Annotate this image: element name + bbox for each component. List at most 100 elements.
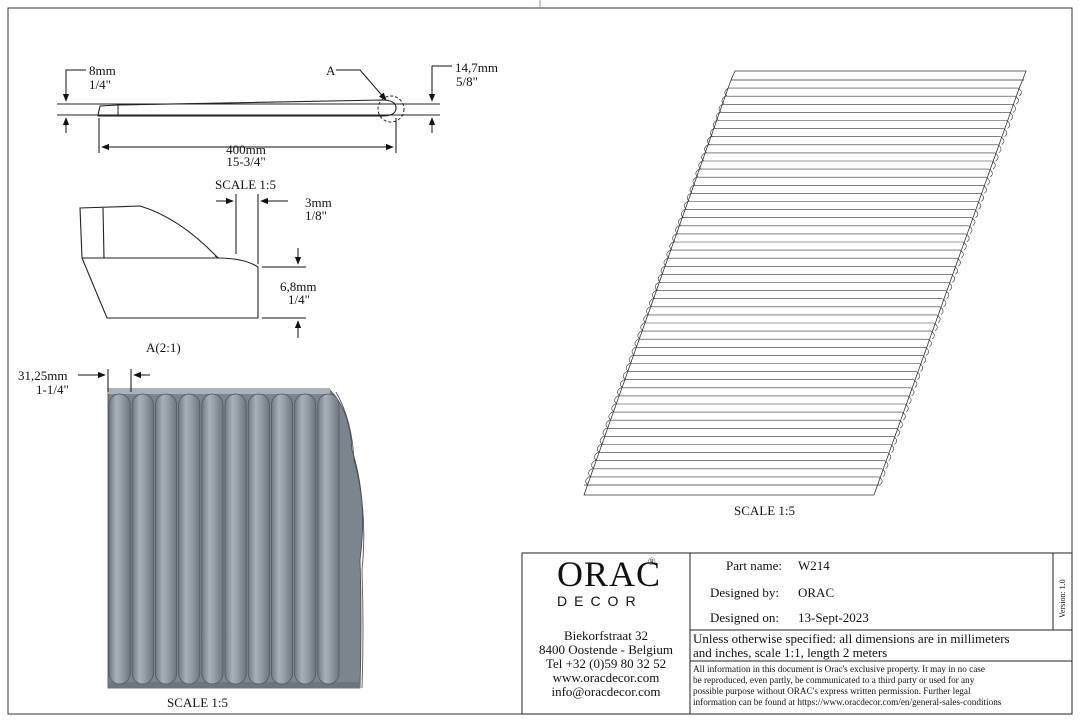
iso-strip-end bbox=[919, 363, 924, 372]
iso-view-scale: SCALE 1:5 bbox=[734, 503, 796, 518]
iso-strip-end bbox=[614, 395, 619, 405]
iso-strip-end bbox=[715, 112, 720, 121]
flute bbox=[178, 393, 201, 685]
detail-caption: A(2:1) bbox=[146, 340, 181, 355]
width-in: 15-3/4" bbox=[226, 154, 266, 169]
iso-strip-end bbox=[954, 266, 958, 275]
iso-strip-end bbox=[965, 233, 970, 243]
iso-strip-end bbox=[678, 217, 682, 226]
break-line bbox=[335, 391, 365, 689]
iso-strip-end bbox=[617, 387, 621, 397]
iso-strip-end bbox=[620, 379, 624, 388]
iso-strip-end bbox=[974, 209, 979, 218]
iso-strip-end bbox=[602, 428, 607, 437]
designed-on-value: 13-Sept-2023 bbox=[798, 610, 869, 625]
iso-strip-end bbox=[681, 209, 685, 218]
iso-strip-end bbox=[596, 444, 601, 453]
flute bbox=[224, 393, 247, 685]
iso-strip-end bbox=[724, 87, 729, 97]
iso-strip-end bbox=[1003, 128, 1008, 137]
top-view-scale: SCALE 1:5 bbox=[215, 177, 277, 192]
iso-strip-end bbox=[1015, 95, 1019, 105]
height-right-mm: 14,7mm bbox=[455, 60, 498, 75]
decor-logo-subtitle: DECOR bbox=[557, 593, 643, 609]
iso-strip-end bbox=[605, 419, 610, 429]
pitch-dim-in: 1-1/4" bbox=[36, 382, 69, 397]
iso-strip-end bbox=[878, 476, 883, 486]
iso-strip-end bbox=[637, 330, 642, 340]
part-name-value: W214 bbox=[798, 558, 830, 573]
iso-strip-end bbox=[896, 428, 900, 437]
tip-dim-mm: 3mm bbox=[305, 195, 332, 210]
iso-strip-end bbox=[643, 314, 648, 324]
detail-marker-label: A bbox=[326, 63, 336, 78]
iso-strip-end bbox=[910, 387, 915, 397]
iso-strip-end bbox=[913, 379, 918, 388]
height-left-in: 1/4" bbox=[89, 77, 111, 92]
iso-strip-end bbox=[628, 355, 633, 364]
address-city: 8400 Oostende - Belgium bbox=[539, 642, 673, 657]
iso-strip-end bbox=[712, 120, 717, 129]
iso-strip-end bbox=[631, 347, 636, 356]
iso-strip-end bbox=[599, 436, 604, 445]
legal-line-4: information can be found at https://www.… bbox=[693, 697, 1002, 707]
iso-strip-end bbox=[710, 128, 714, 137]
iso-strip-end bbox=[623, 371, 627, 380]
iso-strip-end bbox=[657, 274, 662, 283]
width-mm: 400mm bbox=[226, 142, 266, 157]
registered-mark: ® bbox=[648, 557, 656, 568]
iso-outline bbox=[583, 70, 1027, 496]
iso-strip-end bbox=[893, 436, 897, 445]
iso-strip-end bbox=[936, 314, 941, 324]
iso-strip-end bbox=[881, 468, 886, 478]
iso-strip-end bbox=[942, 298, 947, 307]
address-street: Biekorfstraat 32 bbox=[563, 628, 649, 643]
spec-line-1: Unless otherwise specified: all dimensio… bbox=[693, 631, 1010, 646]
iso-strip-end bbox=[640, 322, 645, 332]
iso-strip-end bbox=[901, 411, 906, 421]
iso-strip-end bbox=[904, 403, 909, 413]
address-email: info@oracdecor.com bbox=[551, 684, 661, 699]
address-phone: Tel +32 (0)59 80 32 52 bbox=[545, 656, 667, 671]
detail-a-dimensions bbox=[216, 194, 306, 338]
iso-strip-end bbox=[704, 144, 708, 154]
iso-strip-end bbox=[663, 257, 668, 267]
iso-strip-end bbox=[718, 104, 723, 113]
flute bbox=[131, 393, 154, 685]
iso-strip-end bbox=[899, 419, 903, 429]
iso-strip-end bbox=[986, 176, 990, 186]
top-view-profile bbox=[57, 95, 440, 123]
iso-strip-end bbox=[928, 338, 932, 348]
iso-strip-end bbox=[588, 468, 592, 478]
detail-height-in: 1/4" bbox=[288, 292, 310, 307]
iso-strip-end bbox=[930, 330, 935, 340]
detail-height-mm: 6,8mm bbox=[280, 279, 317, 294]
front-view-scale: SCALE 1:5 bbox=[167, 695, 229, 710]
legal-line-2: be reproduced, even partly, be communica… bbox=[693, 675, 975, 685]
part-name-label: Part name: bbox=[726, 558, 782, 573]
iso-strip-end bbox=[689, 185, 694, 194]
iso-strip-end bbox=[683, 201, 688, 210]
iso-strip-end bbox=[672, 233, 677, 243]
version-label: Version: 1.0 bbox=[1058, 579, 1067, 618]
iso-strip-end bbox=[701, 152, 706, 162]
iso-strip-end bbox=[907, 395, 912, 405]
height-right-in: 5/8" bbox=[456, 74, 478, 89]
iso-strip-end bbox=[980, 193, 984, 202]
iso-strip-end bbox=[945, 290, 950, 299]
iso-strip-end bbox=[988, 168, 993, 178]
iso-strip-end bbox=[983, 185, 987, 194]
iso-strip-end bbox=[890, 444, 895, 453]
iso-strip-end bbox=[1000, 136, 1005, 145]
front-view-panel bbox=[107, 388, 365, 689]
iso-strip-end bbox=[951, 274, 955, 283]
iso-strip-end bbox=[649, 298, 653, 307]
iso-strip-end bbox=[1012, 104, 1016, 113]
iso-strip-end bbox=[884, 460, 889, 469]
iso-strip-end bbox=[933, 322, 938, 332]
tip-dim-in: 1/8" bbox=[305, 208, 327, 223]
iso-strip-end bbox=[692, 176, 697, 186]
flute bbox=[108, 393, 131, 685]
iso-strip-end bbox=[971, 217, 976, 226]
iso-strip-end bbox=[994, 152, 999, 162]
